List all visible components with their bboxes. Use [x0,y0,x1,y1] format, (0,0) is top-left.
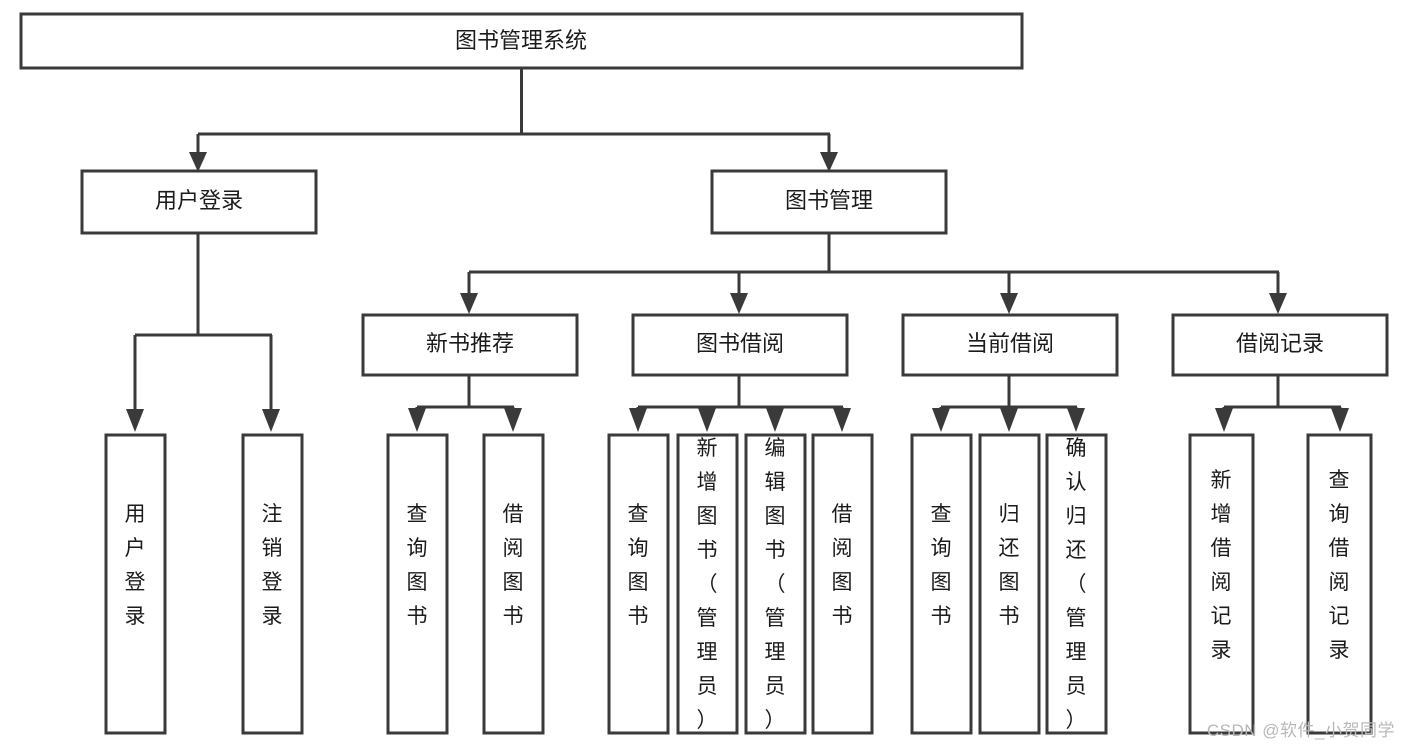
leaf-query-book-2-box[interactable] [607,433,670,735]
arrow-to-leaf-user-login [126,409,144,432]
leaf-query-book-1-label: 查询图书 [407,503,428,628]
leaf-edit-book-label: 编辑图书（管理员） [765,437,786,732]
leaf-add-book-box[interactable] [676,433,739,735]
node-leaf-query-book-1[interactable]: 查询图书 [386,433,449,735]
node-book-management[interactable]: 图书管理 [710,169,948,235]
arrow-to-leaf-borrow-book-2 [833,408,851,432]
new-book-recommend-label: 新书推荐 [426,331,514,356]
arrow-to-leaf-return-book [1000,408,1018,432]
arrow-to-leaf-query-record [1331,408,1349,432]
arrow-to-leaf-borrow-book-1 [504,408,522,432]
leaf-query-book-3-label: 查询图书 [931,503,952,628]
leaf-logout-box[interactable] [241,433,304,735]
node-leaf-borrow-book-1[interactable]: 借阅图书 [482,433,545,735]
leaf-logout-label: 注销登录 [262,503,283,628]
book-management-box[interactable] [710,169,948,235]
node-leaf-return-book[interactable]: 归还图书 [978,433,1041,735]
leaf-borrow-book-2-box[interactable] [811,433,874,735]
root-label: 图书管理系统 [455,28,587,53]
node-leaf-logout[interactable]: 注销登录 [241,433,304,735]
leaf-return-book-box[interactable] [978,433,1041,735]
node-borrow-record[interactable]: 借阅记录 [1171,313,1389,377]
leaf-add-record-label: 新增借阅记录 [1211,469,1232,662]
node-current-borrow[interactable]: 当前借阅 [901,313,1119,377]
arrow-to-user-login [189,152,207,172]
node-new-book-recommend[interactable]: 新书推荐 [361,313,579,377]
leaf-user-login-label: 用户登录 [125,503,146,628]
leaf-query-book-2-label: 查询图书 [628,503,649,628]
arrow-to-leaf-edit-book [766,408,784,432]
leaf-user-login-box[interactable] [104,433,167,735]
arrow-to-leaf-query-book-2 [629,408,647,432]
node-user-login[interactable]: 用户登录 [80,169,318,235]
new-book-recommend-box[interactable] [361,313,579,377]
borrow-record-label: 借阅记录 [1236,331,1324,356]
node-leaf-borrow-book-2[interactable]: 借阅图书 [811,433,874,735]
leaf-query-record-box[interactable] [1306,433,1373,735]
current-borrow-label: 当前借阅 [966,331,1054,356]
leaf-borrow-book-1-box[interactable] [482,433,545,735]
arrow-to-leaf-logout [262,409,280,432]
leaf-borrow-book-1-label: 借阅图书 [503,503,524,628]
leaf-confirm-return-label: 确认归还（管理员） [1066,437,1087,732]
node-leaf-query-book-2[interactable]: 查询图书 [607,433,670,735]
borrow-record-box[interactable] [1171,313,1389,377]
connector-layer [126,68,1349,432]
node-leaf-add-book[interactable]: 新增图书（管理员） [676,433,739,735]
leaf-query-book-3-box[interactable] [910,433,973,735]
arrow-to-book-borrow [730,293,748,314]
leaf-add-book-label: 新增图书（管理员） [697,437,718,732]
csdn-watermark: CSDN @软件_小贺同学 [1206,721,1395,740]
leaf-confirm-return-box[interactable] [1045,433,1108,735]
book-borrow-label: 图书借阅 [696,331,784,356]
user-login-label: 用户登录 [155,188,243,213]
book-management-label: 图书管理 [785,188,873,213]
arrow-to-leaf-query-book-1 [408,408,426,432]
leaf-query-record-label: 查询借阅记录 [1329,469,1350,662]
current-borrow-box[interactable] [901,313,1119,377]
arrow-to-leaf-add-record [1215,408,1233,432]
node-leaf-confirm-return[interactable]: 确认归还（管理员） [1045,433,1108,735]
arrow-to-new-book-recommend [460,293,478,314]
node-leaf-add-record[interactable]: 新增借阅记录 [1188,433,1255,735]
arrow-to-leaf-add-book [698,408,716,432]
node-book-borrow[interactable]: 图书借阅 [631,313,849,377]
book-borrow-box[interactable] [631,313,849,377]
arrow-to-current-borrow [1000,293,1018,314]
arrow-to-leaf-query-book-3 [932,408,950,432]
leaf-return-book-label: 归还图书 [999,503,1020,628]
root-box[interactable] [19,12,1024,70]
node-leaf-query-book-3[interactable]: 查询图书 [910,433,973,735]
node-leaf-query-record[interactable]: 查询借阅记录 [1306,433,1373,735]
arrow-to-book-management [820,152,838,172]
node-leaf-user-login[interactable]: 用户登录 [104,433,167,735]
leaf-query-book-1-box[interactable] [386,433,449,735]
leaf-edit-book-box[interactable] [744,433,807,735]
arrow-to-borrow-record [1269,293,1287,314]
node-root[interactable]: 图书管理系统 [19,12,1024,70]
arrow-to-leaf-confirm-return [1067,408,1085,432]
leaf-add-record-box[interactable] [1188,433,1255,735]
node-leaf-edit-book[interactable]: 编辑图书（管理员） [744,433,807,735]
leaf-borrow-book-2-label: 借阅图书 [832,503,853,628]
user-login-box[interactable] [80,169,318,235]
